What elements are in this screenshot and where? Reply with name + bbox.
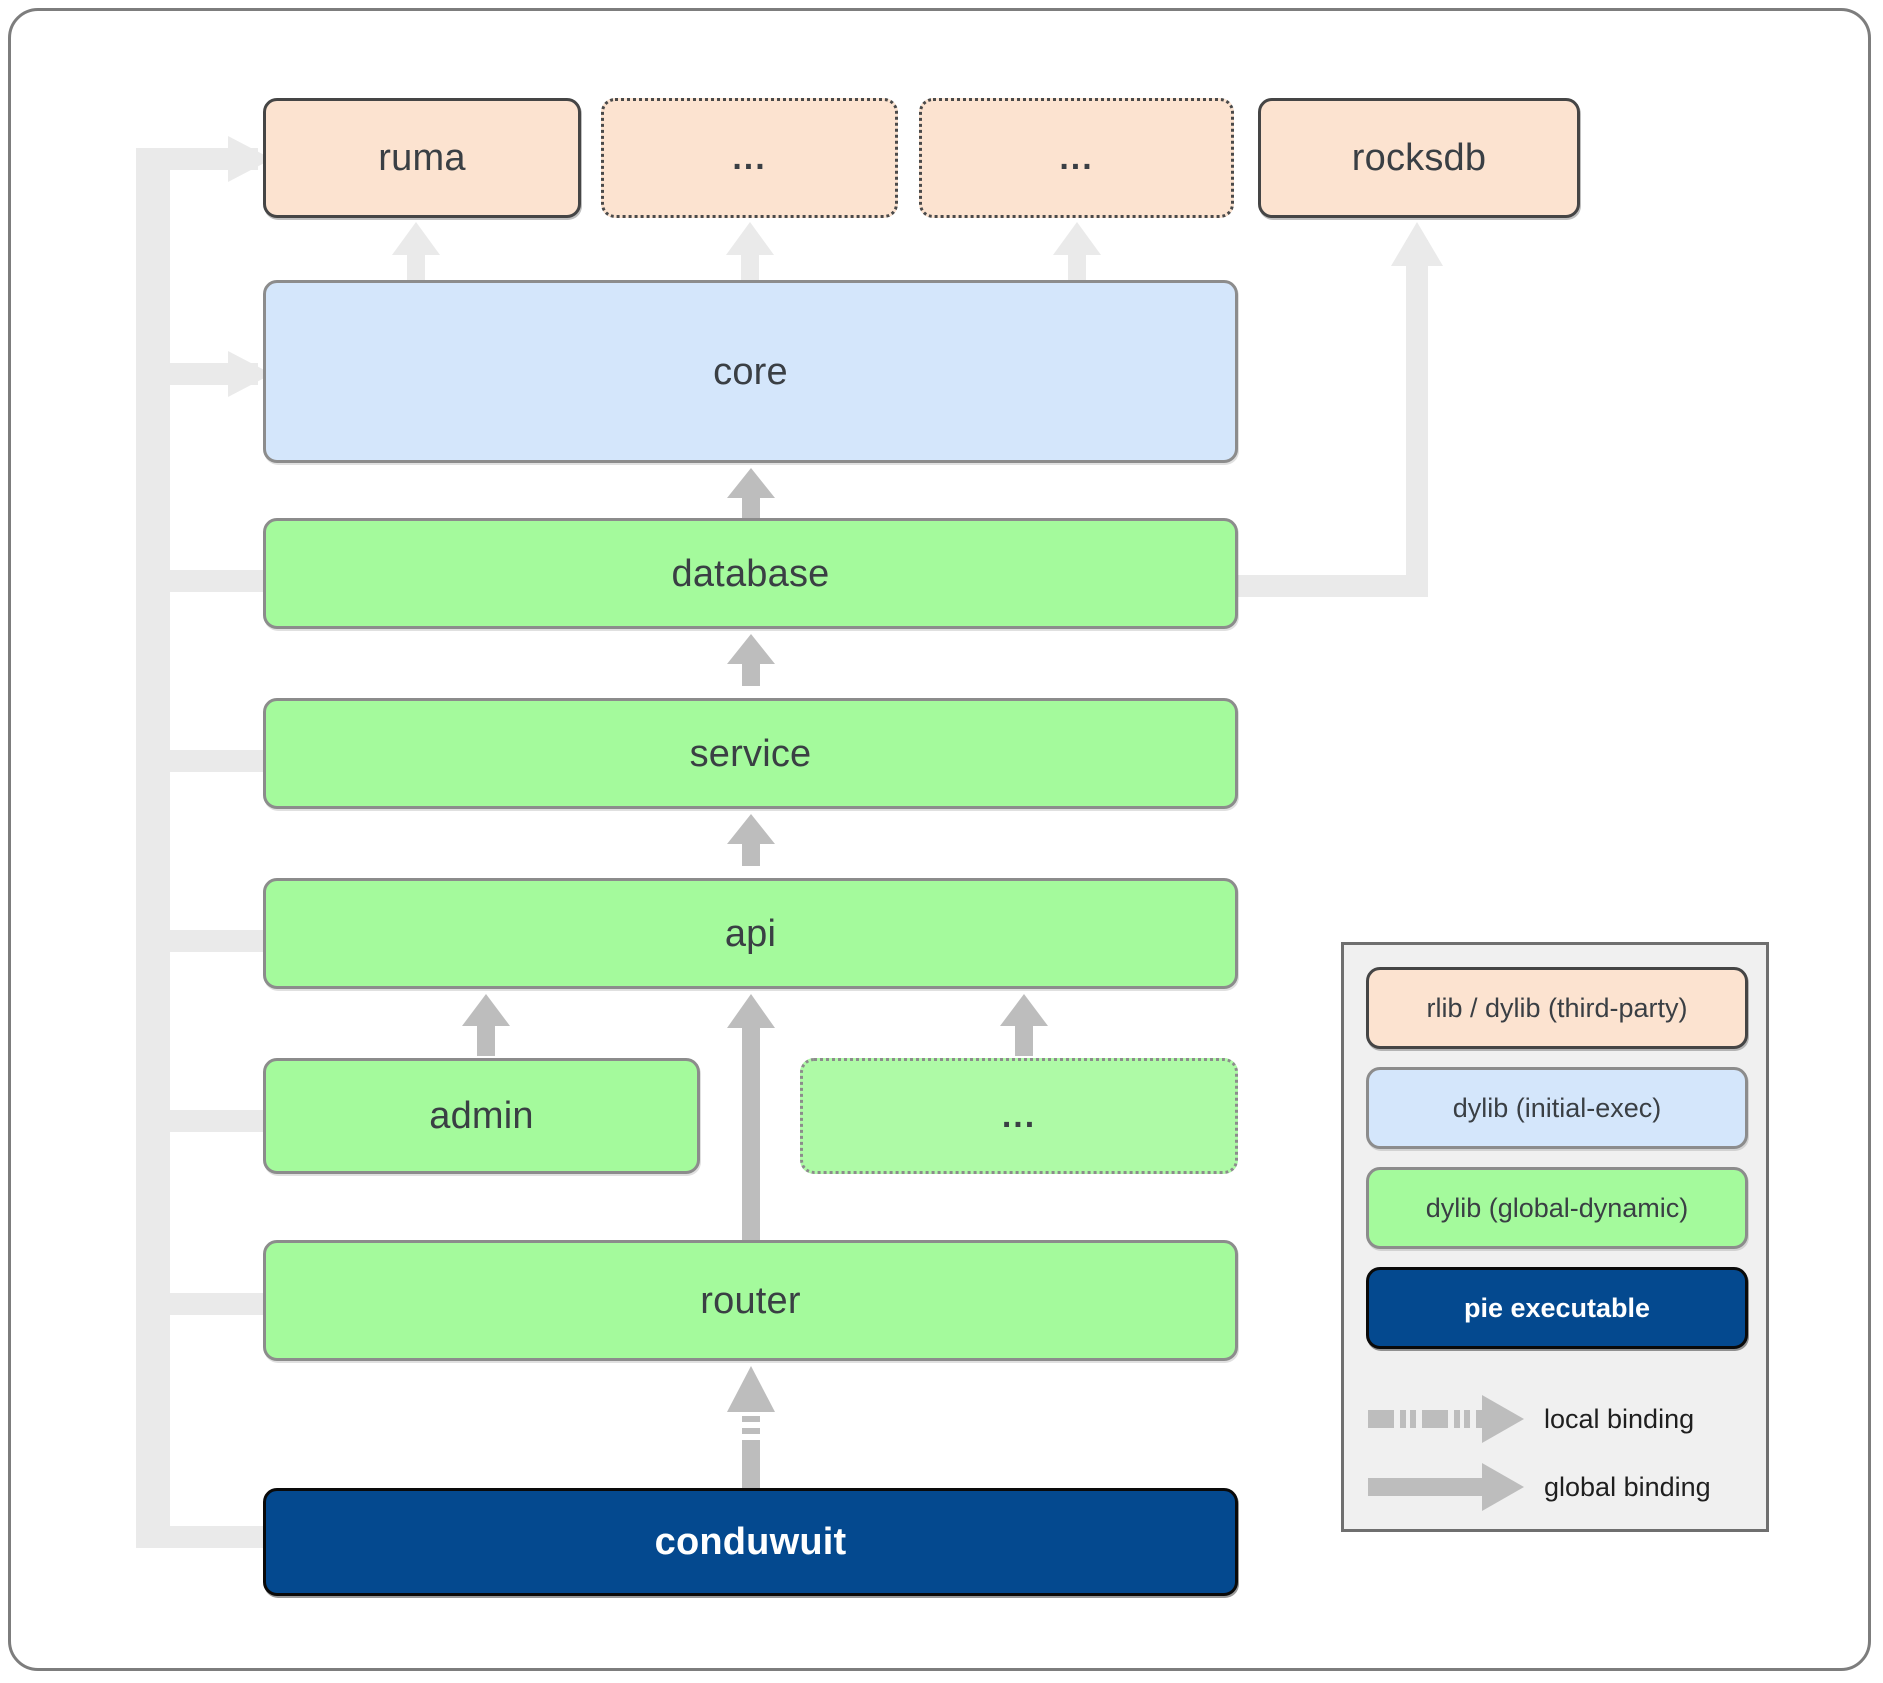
node-core[interactable]: core <box>263 280 1238 463</box>
legend-binding-global-label: global binding <box>1544 1471 1711 1502</box>
node-service[interactable]: service <box>263 698 1238 809</box>
legend-binding-global: global binding <box>1366 1457 1752 1517</box>
node-admin[interactable]: admin <box>263 1058 700 1174</box>
arrow-api-to-service <box>727 814 775 866</box>
node-admin-placeholder[interactable]: ... <box>800 1058 1238 1174</box>
legend-binding-local: local binding <box>1366 1389 1752 1449</box>
node-api[interactable]: api <box>263 878 1238 989</box>
bus-stub-database <box>158 570 268 592</box>
arrow-database-to-core <box>727 468 775 520</box>
node-conduwuit[interactable]: conduwuit <box>263 1488 1238 1596</box>
arrowhead-bus-core <box>228 343 272 405</box>
node-third-placeholder-1[interactable]: ... <box>601 98 898 218</box>
legend-panel: rlib / dylib (third-party) dylib (initia… <box>1341 942 1769 1532</box>
node-conduwuit-label: conduwuit <box>654 1521 847 1563</box>
bus-stub-admin <box>158 1110 268 1132</box>
node-router[interactable]: router <box>263 1240 1238 1361</box>
node-rocksdb-label: rocksdb <box>1351 137 1487 179</box>
node-router-label: router <box>700 1279 801 1322</box>
node-third-placeholder-2-label: ... <box>1059 139 1094 177</box>
bus-stub-router <box>158 1293 268 1315</box>
arrow-admin-placeholder-to-api <box>1000 994 1048 1056</box>
node-service-label: service <box>689 732 812 775</box>
legend-binding-local-label: local binding <box>1544 1403 1695 1434</box>
bus-left-trunk <box>136 148 158 1548</box>
node-database-label: database <box>671 552 830 595</box>
legend-item-initial-exec[interactable]: dylib (initial-exec) <box>1366 1067 1748 1149</box>
node-api-label: api <box>724 912 777 955</box>
legend-item-third-party-label: rlib / dylib (third-party) <box>1426 992 1688 1023</box>
arrow-core-to-ruma <box>392 222 440 282</box>
arrow-service-to-database <box>727 634 775 686</box>
bus-database-to-rocksdb-horizontal <box>1238 575 1428 597</box>
arrow-admin-to-api <box>462 994 510 1056</box>
dashed-arrow-icon <box>1366 1393 1534 1445</box>
arrowhead-rocksdb <box>1391 222 1443 270</box>
arrow-core-to-third-placeholder-1 <box>726 222 774 282</box>
node-ruma-label: ruma <box>378 137 466 179</box>
node-ruma[interactable]: ruma <box>263 98 581 218</box>
solid-arrow-icon <box>1366 1461 1534 1513</box>
legend-item-pie-executable-label: pie executable <box>1463 1292 1651 1323</box>
node-third-placeholder-2[interactable]: ... <box>919 98 1234 218</box>
arrowhead-bus-ruma <box>228 128 272 190</box>
bus-stub-api <box>158 930 268 952</box>
arrow-core-to-third-placeholder-2 <box>1053 222 1101 282</box>
node-rocksdb[interactable]: rocksdb <box>1258 98 1580 218</box>
legend-item-global-dynamic[interactable]: dylib (global-dynamic) <box>1366 1167 1748 1249</box>
bus-left-inner-trunk <box>158 170 170 1526</box>
legend-item-initial-exec-label: dylib (initial-exec) <box>1452 1092 1662 1123</box>
node-core-label: core <box>713 350 788 393</box>
bus-database-to-rocksdb-vertical <box>1406 240 1428 597</box>
legend-item-pie-executable[interactable]: pie executable <box>1366 1267 1748 1349</box>
legend-item-third-party[interactable]: rlib / dylib (third-party) <box>1366 967 1748 1049</box>
bus-stub-service <box>158 750 268 772</box>
arrow-conduwuit-to-router-local <box>727 1366 775 1488</box>
legend-item-global-dynamic-label: dylib (global-dynamic) <box>1425 1192 1689 1223</box>
bus-to-conduwuit <box>136 1526 266 1548</box>
node-third-placeholder-1-label: ... <box>732 139 767 177</box>
node-database[interactable]: database <box>263 518 1238 629</box>
node-admin-placeholder-label: ... <box>1001 1097 1037 1135</box>
node-admin-label: admin <box>429 1095 534 1137</box>
arrow-router-to-api <box>727 994 775 1240</box>
